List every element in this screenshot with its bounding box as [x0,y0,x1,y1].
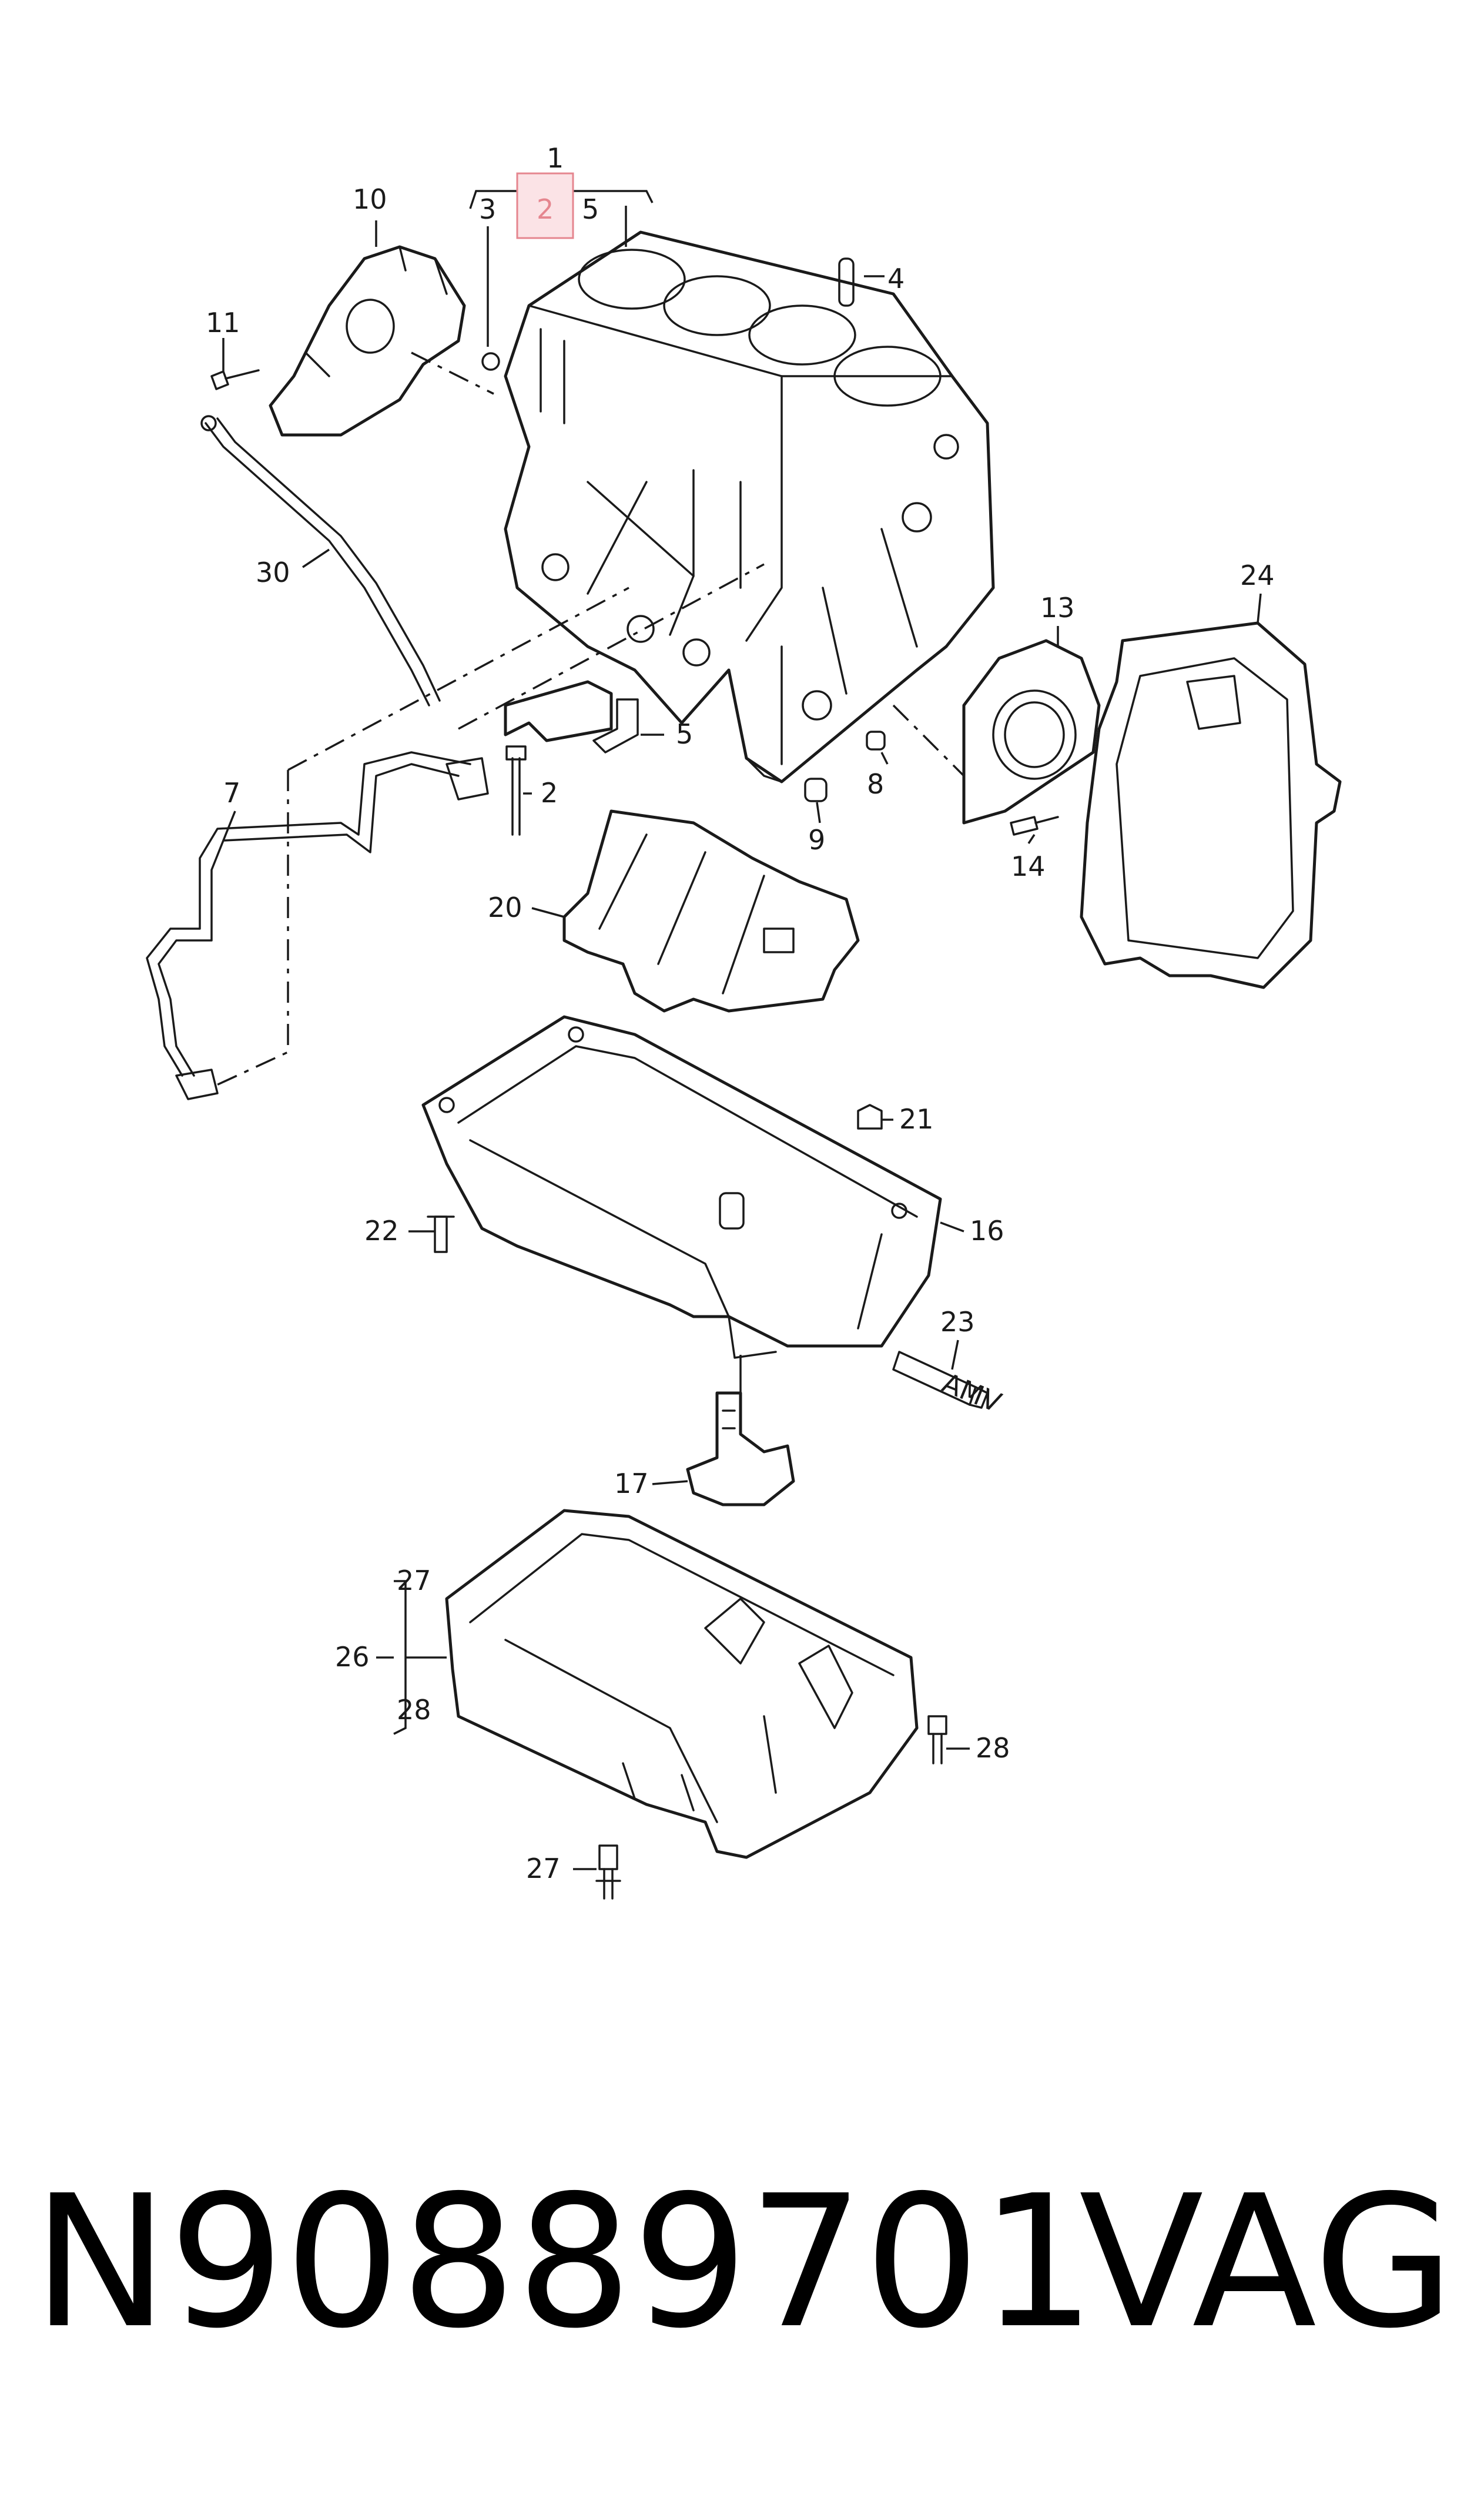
rear-seal-flange [269,245,466,437]
callout-10: 10 [353,183,387,215]
callout-13: 13 [1040,592,1075,624]
callout-27-bottom: 27 [526,1853,561,1884]
callout-2-highlighted: 2 [537,193,554,225]
callout-30: 30 [256,557,290,588]
callout-28-right: 28 [976,1732,1010,1764]
callout-26: 26 [335,1641,370,1673]
bolt-11 [210,369,260,390]
lower-oil-pan-26 [445,1509,919,1859]
callout-17: 17 [614,1468,649,1499]
dowel-sleeve-8 [866,731,886,751]
screw-27 [595,1844,621,1900]
gasket-24 [1080,621,1342,989]
dowel-pin-4 [838,257,855,307]
callout-1: 1 [547,142,564,174]
callout-24: 24 [1240,560,1275,591]
callout-5: 5 [582,193,599,225]
oil-return-line-7 [146,751,489,1100]
baffle-plate-20 [562,809,860,1013]
seal-ring-3 [481,352,500,371]
highlight-box [516,172,574,239]
sealant-tube-23: AMV [892,1351,1006,1419]
callout-23: 23 [940,1306,975,1338]
dipstick-tube-30 [200,415,441,706]
sealant-label: AMV [938,1367,1006,1419]
screw-28 [927,1715,947,1764]
callout-2-bolt: 2 [541,777,558,809]
callout-5-oil-jet: 5 [676,718,693,750]
part-number: N90889701 [32,2157,1096,2369]
callout-7: 7 [223,777,240,809]
bolt-22 [427,1216,455,1253]
dowel-sleeve-9 [804,778,828,802]
brand-name: VAG [1078,2157,1455,2369]
callout-labels: 1 2 3 5 4 10 11 30 13 24 5 2 8 9 14 7 20… [206,142,1275,1884]
main-bearing-bolt-2 [505,745,527,836]
callout-8: 8 [867,768,884,800]
oil-level-sensor-17 [686,1391,795,1506]
bearing-cap [504,680,613,742]
callout-9: 9 [808,824,825,856]
callout-11: 11 [206,307,240,339]
callout-28-left: 28 [397,1694,431,1726]
leader-lines [211,176,1262,1870]
callout-20: 20 [488,892,522,923]
callout-21: 21 [899,1103,934,1135]
callout-16: 16 [970,1215,1004,1247]
upper-oil-pan-16 [421,1015,942,1359]
exploded-parts-diagram: AMV [146,142,1342,1900]
drain-plug-21 [857,1104,883,1130]
callout-27-top: 27 [397,1565,431,1596]
engine-block [504,230,995,783]
callout-22: 22 [364,1215,399,1247]
bolt-14 [1010,816,1059,836]
footer: N90889701 VAG [32,2163,1455,2363]
callout-3: 3 [479,193,496,225]
oil-spray-jet-5 [592,698,639,754]
callout-4: 4 [887,263,905,294]
callout-14: 14 [1011,850,1046,882]
front-seal-flange [962,639,1101,825]
